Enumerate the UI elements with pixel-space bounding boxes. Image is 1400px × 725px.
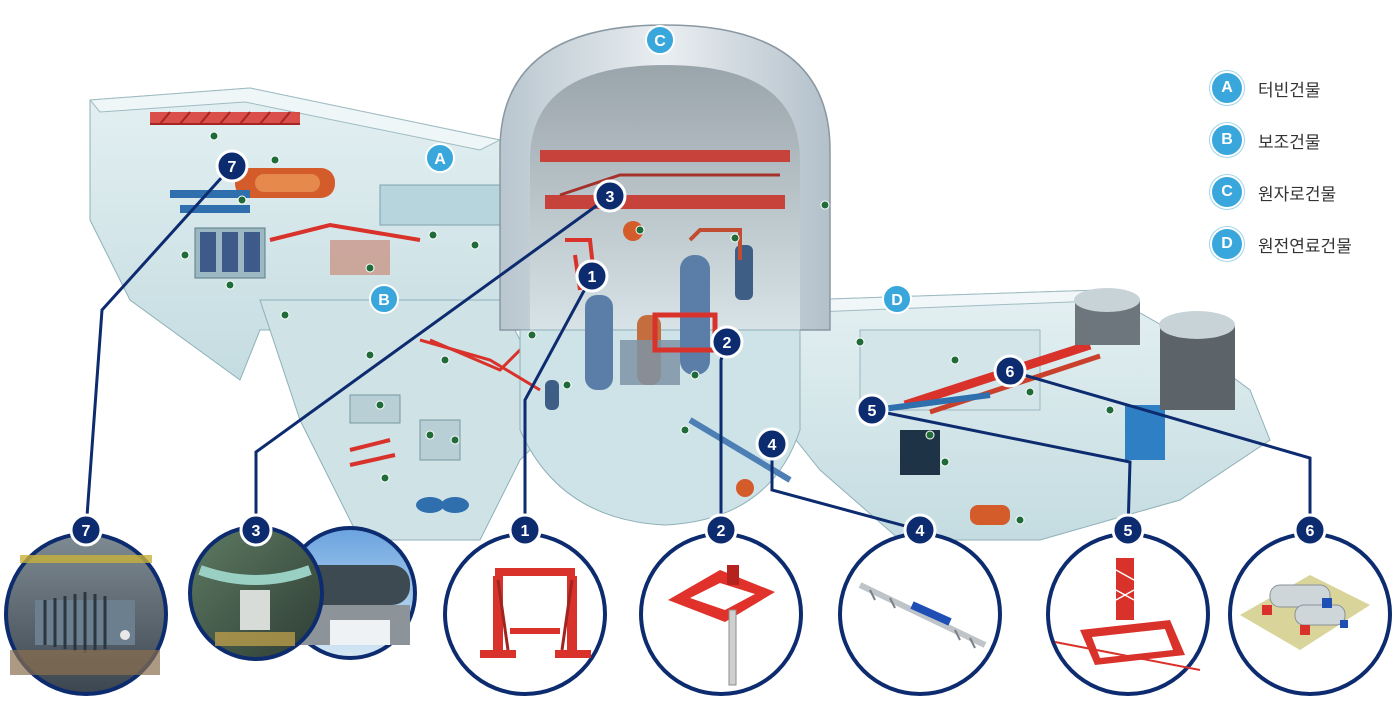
detail-circle-2[interactable] (639, 532, 803, 696)
legend-label-d: 원전연료건물 (1258, 236, 1352, 257)
area-badge-a: A (425, 143, 455, 173)
svg-text:B: B (378, 292, 390, 309)
storage-tank-right (1159, 311, 1235, 410)
callout-marker-5[interactable]: 5 (855, 393, 889, 427)
svg-text:D: D (891, 292, 903, 309)
leader-lines (84, 164, 1312, 532)
callout-marker-2[interactable]: 2 (710, 325, 744, 359)
leader-line-3 (254, 194, 611, 530)
legend-badge-b: B (1210, 123, 1244, 157)
area-badge-c: C (645, 25, 675, 55)
storage-tank-left (1074, 288, 1140, 345)
legend-label-c: 원자로건물 (1258, 184, 1337, 205)
legend-badge-a: A (1210, 71, 1244, 105)
svg-text:5: 5 (1124, 523, 1133, 540)
svg-text:1: 1 (521, 523, 530, 540)
detail-badge-2: 2 (704, 513, 738, 547)
turbine-rotor-photo (10, 555, 160, 675)
steam-generator-installation-photo (198, 565, 312, 646)
leader-line-5 (871, 408, 1132, 531)
leader-line-7 (84, 164, 234, 531)
svg-text:3: 3 (252, 523, 261, 540)
svg-text:4: 4 (768, 437, 777, 454)
callout-marker-4[interactable]: 4 (755, 427, 789, 461)
equipment-markers (180, 131, 1115, 525)
steam-generator-transport-photo (300, 565, 410, 645)
gantry-crane-illustration (480, 568, 591, 658)
detail-circle-3[interactable] (188, 525, 417, 661)
svg-text:7: 7 (82, 523, 91, 540)
leader-line-6 (1009, 369, 1312, 530)
svg-text:4: 4 (916, 523, 925, 540)
legend-item-turbine-building: A 터빈건물 (1210, 62, 1352, 114)
detail-circle-7[interactable] (4, 532, 168, 696)
detail-circle-5[interactable] (1046, 532, 1210, 696)
detail-badge-1: 1 (508, 513, 542, 547)
legend-badge-c: C (1210, 175, 1244, 209)
svg-text:5: 5 (868, 403, 877, 420)
svg-text:6: 6 (1006, 364, 1015, 381)
plant-illustration (88, 24, 1271, 541)
fuel-handling-machine-illustration (1054, 558, 1201, 671)
callout-marker-1[interactable]: 1 (575, 259, 609, 293)
refueling-machine-illustration (668, 565, 775, 686)
legend-item-reactor-building: C 원자로건물 (1210, 166, 1352, 218)
reactor-containment (419, 24, 831, 526)
svg-text:2: 2 (723, 335, 732, 352)
svg-text:6: 6 (1306, 523, 1315, 540)
detail-badge-7: 7 (69, 513, 103, 547)
detail-badge-5: 5 (1111, 513, 1145, 547)
area-badge-d: D (882, 284, 912, 314)
facility-layout-illustration (1240, 575, 1370, 650)
detail-badge-6: 6 (1293, 513, 1327, 547)
detail-badge-4: 4 (903, 513, 937, 547)
svg-text:7: 7 (228, 159, 237, 176)
legend-badge-d: D (1210, 227, 1244, 261)
fuel-building (779, 288, 1271, 541)
legend-item-fuel-building: D 원전연료건물 (1210, 218, 1352, 270)
auxiliary-building (259, 299, 561, 541)
svg-text:A: A (434, 151, 446, 168)
area-badge-b: B (369, 284, 399, 314)
fuel-transfer-tube-illustration (858, 582, 987, 649)
callout-marker-6[interactable]: 6 (993, 354, 1027, 388)
detail-circle-4[interactable] (838, 532, 1002, 696)
legend-label-a: 터빈건물 (1258, 80, 1321, 101)
turbine-building (88, 87, 502, 381)
svg-text:2: 2 (717, 523, 726, 540)
detail-circle-6[interactable] (1228, 532, 1392, 696)
legend-label-b: 보조건물 (1258, 132, 1321, 153)
building-legend: A 터빈건물 B 보조건물 C 원자로건물 D 원전연료건물 (1210, 62, 1352, 270)
svg-text:1: 1 (588, 269, 597, 286)
legend-item-auxiliary-building: B 보조건물 (1210, 114, 1352, 166)
detail-circle-1[interactable] (443, 532, 607, 696)
callout-marker-7[interactable]: 7 (215, 149, 249, 183)
svg-text:C: C (654, 33, 666, 50)
detail-badge-3: 3 (239, 513, 273, 547)
svg-text:3: 3 (606, 189, 615, 206)
leader-line-1 (523, 275, 594, 530)
callout-marker-3[interactable]: 3 (593, 179, 627, 213)
